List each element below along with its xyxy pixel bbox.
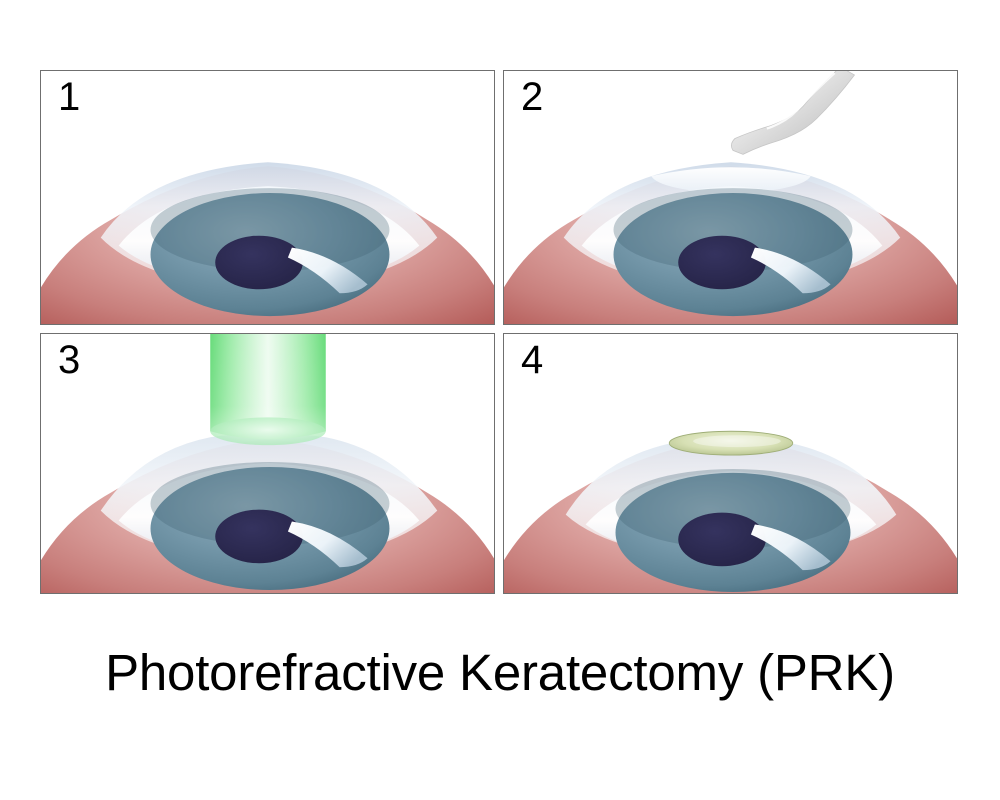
pupil-2	[678, 235, 766, 290]
corneal-glint-2	[750, 247, 831, 294]
iris-shadow-4	[615, 468, 851, 549]
epithelium-removal-spatula	[731, 71, 856, 155]
pupil-1	[215, 235, 303, 290]
eye-illustration-3	[41, 334, 494, 593]
panel-reshaped-cornea: 4	[503, 333, 958, 594]
epithelium-flat-top-2	[651, 167, 811, 195]
panel-number-2: 2	[521, 75, 544, 119]
eye-illustration-1	[41, 162, 494, 324]
corneal-glint-4	[750, 524, 831, 571]
pupil-4	[678, 512, 766, 567]
figure-title: Photorefractive Keratectomy (PRK)	[105, 644, 895, 701]
laser-beam	[210, 334, 326, 446]
panel-number-1: 1	[58, 75, 81, 119]
panel-intact-eye: 1	[40, 70, 495, 325]
iris-shadow-3	[150, 462, 390, 546]
ablated-corneal-surface	[668, 430, 794, 456]
corneal-glint-1	[287, 247, 368, 294]
panel-grid: 1	[40, 70, 958, 594]
iris-shadow-1	[150, 188, 390, 272]
eye-illustration-4	[504, 430, 957, 593]
panel-number-4: 4	[521, 338, 544, 382]
iris-shadow-2	[613, 188, 853, 272]
corneal-glint-3	[287, 521, 368, 568]
laser-beam-footprint	[210, 417, 326, 446]
ablated-surface-highlight	[693, 435, 781, 448]
eye-illustration-2	[504, 71, 957, 324]
panel-number-3: 3	[58, 338, 81, 382]
panel-epithelium-removal: 2	[503, 70, 958, 325]
panel-laser-ablation: 3	[40, 333, 495, 594]
pupil-3	[215, 509, 303, 564]
